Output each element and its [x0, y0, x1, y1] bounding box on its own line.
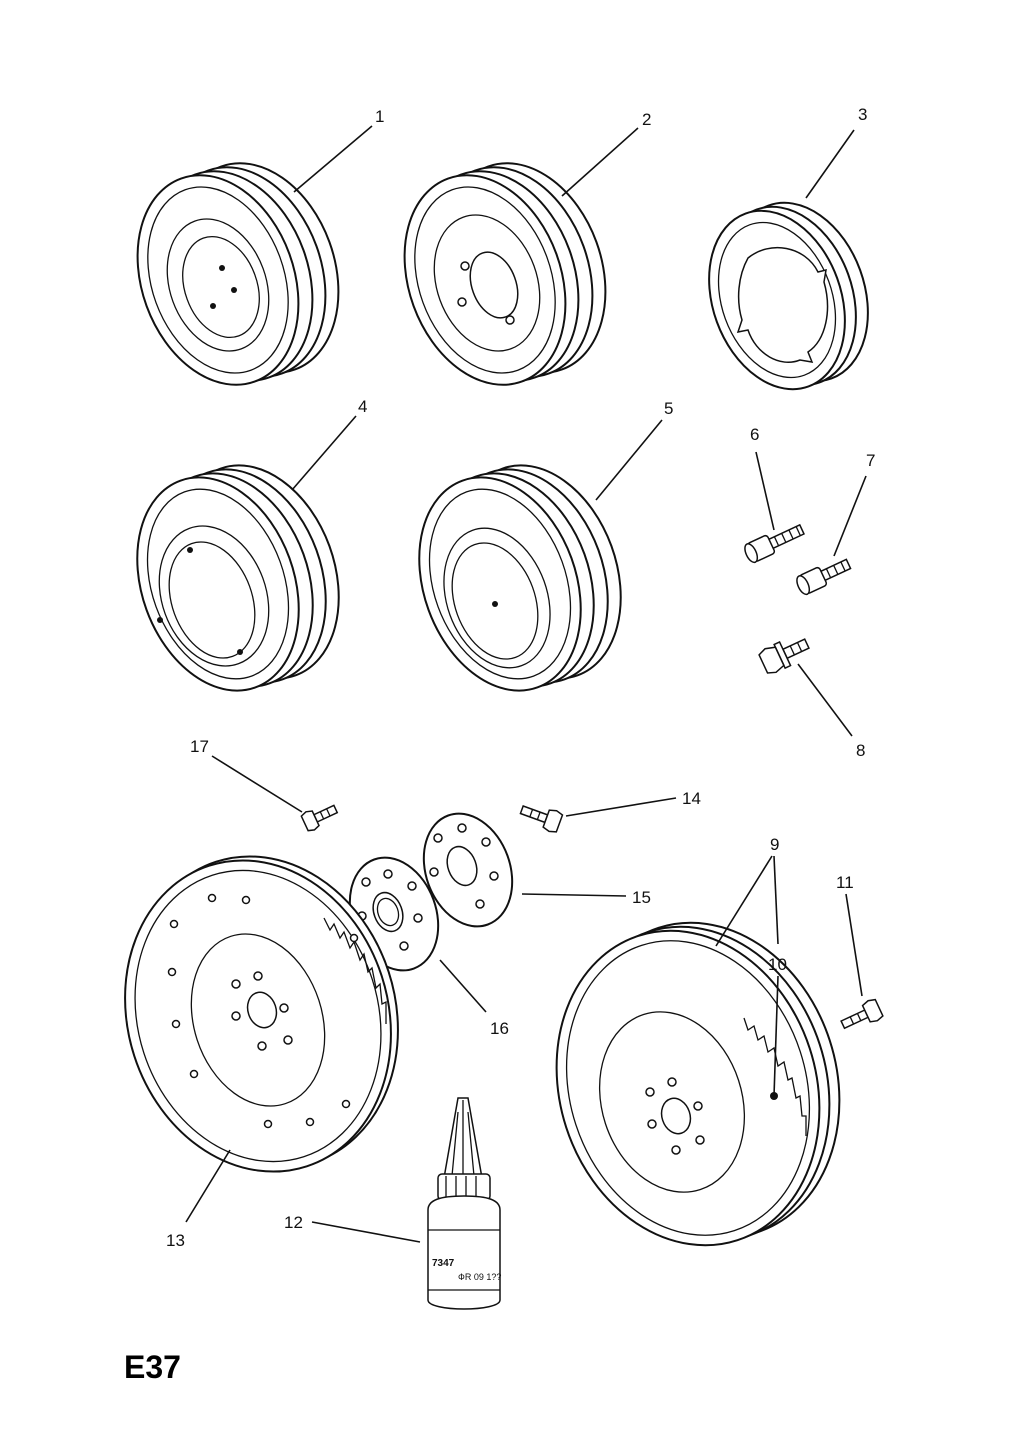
leader-5	[595, 419, 663, 501]
pulley-part-3	[708, 201, 869, 391]
callout-12: 12	[284, 1213, 303, 1232]
leader-11	[845, 893, 863, 997]
bolt-part-17	[300, 804, 339, 832]
callout-2: 2	[642, 110, 651, 129]
bolt-part-8	[758, 638, 810, 674]
leader-9b	[773, 855, 779, 945]
callout-6: 6	[750, 425, 759, 444]
spacer-plate-part-15	[422, 812, 514, 928]
diagram-code: E37	[124, 1349, 181, 1385]
leader-7	[833, 475, 867, 557]
leader-17	[211, 755, 303, 813]
leader-9a	[715, 855, 773, 947]
locking-compound-bottle-part-12: 7347 ФR 09 1??	[427, 1097, 501, 1310]
pulley-part-1	[136, 162, 340, 386]
pulley-part-2	[403, 162, 607, 386]
callout-7: 7	[866, 451, 875, 470]
callout-3: 3	[858, 105, 867, 124]
leader-14	[565, 797, 677, 817]
callout-15: 15	[632, 888, 651, 907]
bottle-label-ref: ФR 09 1??	[458, 1272, 501, 1282]
callout-labels: 1 2 3 4 5 6 7 8 9 10 11 12 13 14 15 16 1…	[166, 105, 875, 1250]
callout-1: 1	[375, 107, 384, 126]
pulley-part-4	[136, 464, 340, 692]
pulley-part-5	[418, 464, 622, 692]
callout-8: 8	[856, 741, 865, 760]
flywheel-part-13	[124, 855, 399, 1173]
leader-lines	[185, 125, 867, 1243]
callout-13: 13	[166, 1231, 185, 1250]
flywheel-part-9	[555, 921, 841, 1247]
leader-10	[773, 975, 779, 1097]
leader-12	[311, 1221, 421, 1243]
callout-16: 16	[490, 1019, 509, 1038]
leader-15	[521, 893, 627, 897]
leader-16	[439, 959, 487, 1013]
leader-3	[805, 129, 855, 199]
bolt-part-7	[796, 558, 852, 596]
leader-8	[797, 663, 853, 737]
bottle-label-code: 7347	[432, 1258, 455, 1269]
callout-9: 9	[770, 835, 779, 854]
callout-5: 5	[664, 399, 673, 418]
callout-17: 17	[190, 737, 209, 756]
leader-13	[185, 1149, 231, 1223]
callout-14: 14	[682, 789, 701, 808]
leader-6	[755, 451, 775, 531]
bolt-part-6	[744, 523, 805, 564]
leader-4	[291, 415, 357, 491]
callout-11: 11	[836, 873, 854, 892]
callout-4: 4	[358, 397, 367, 416]
bolt-part-11	[840, 998, 884, 1030]
callout-10: 10	[768, 955, 787, 974]
leader-2	[561, 127, 639, 197]
bolt-part-14	[519, 805, 564, 833]
leader-1	[293, 125, 373, 193]
